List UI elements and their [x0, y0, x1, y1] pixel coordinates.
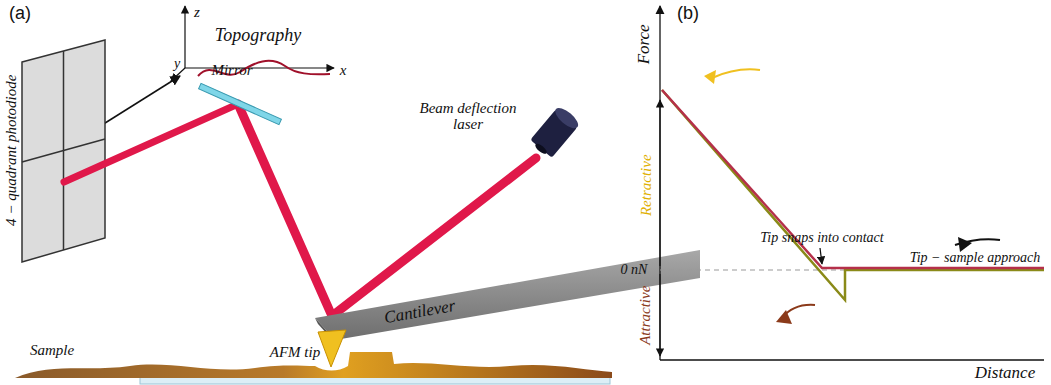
axis-label: x	[340, 62, 347, 79]
panel-letter: (a)	[9, 4, 31, 24]
part-name: Mirror	[211, 62, 252, 79]
laser-source	[528, 104, 581, 160]
axis-label: z	[194, 4, 200, 21]
panel-letter: (b)	[677, 4, 699, 24]
force-axes	[660, 6, 1044, 360]
part-name: Sample	[30, 342, 74, 359]
axis-label: y	[174, 56, 180, 71]
part-name: AFM tip	[270, 344, 320, 361]
direction-icon	[704, 69, 1000, 324]
part-name: 4 − quadrant photodiode	[4, 74, 21, 225]
annotation: Tip snaps into contact	[760, 230, 883, 245]
retract-curve	[662, 90, 1044, 300]
region-label: Attractive	[638, 285, 655, 344]
afm-tip	[318, 330, 346, 367]
region-label: Retractive	[638, 154, 655, 216]
axis-title: Distance	[975, 364, 1035, 383]
axis-tick: 0 nN	[621, 262, 648, 277]
cantilever	[315, 250, 700, 346]
laser-beam	[64, 104, 536, 316]
leader-line	[820, 248, 822, 264]
mirror	[199, 83, 282, 124]
axis-title: Force	[635, 24, 654, 64]
part-name: Cantilever	[383, 297, 457, 328]
plot-title: Topography	[215, 26, 301, 46]
region-arrows	[659, 100, 660, 356]
approach-curve	[662, 90, 1044, 268]
annotation: Tip − sample approach	[910, 250, 1041, 265]
photodiode	[22, 40, 105, 262]
part-name: Beam deflection laser	[413, 100, 523, 133]
